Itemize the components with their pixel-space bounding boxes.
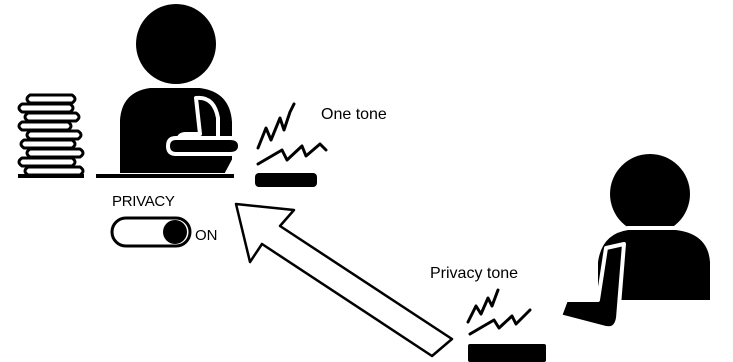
one-tone-label: One tone [321,106,387,123]
document-stack [17,93,85,178]
privacy-switch [110,216,192,248]
switch-knob [163,220,187,244]
telephone-handset [255,102,328,187]
remote-handset [466,288,546,362]
privacy-switch-label: PRIVACY [112,193,175,210]
switch-state-label: ON [195,227,218,244]
remote-person [558,154,714,331]
seated-person [116,4,242,177]
ring-lines-icon [256,102,328,166]
ring-lines-icon [466,288,532,336]
privacy-tone-label: Privacy tone [430,265,519,282]
arrow [234,202,454,358]
